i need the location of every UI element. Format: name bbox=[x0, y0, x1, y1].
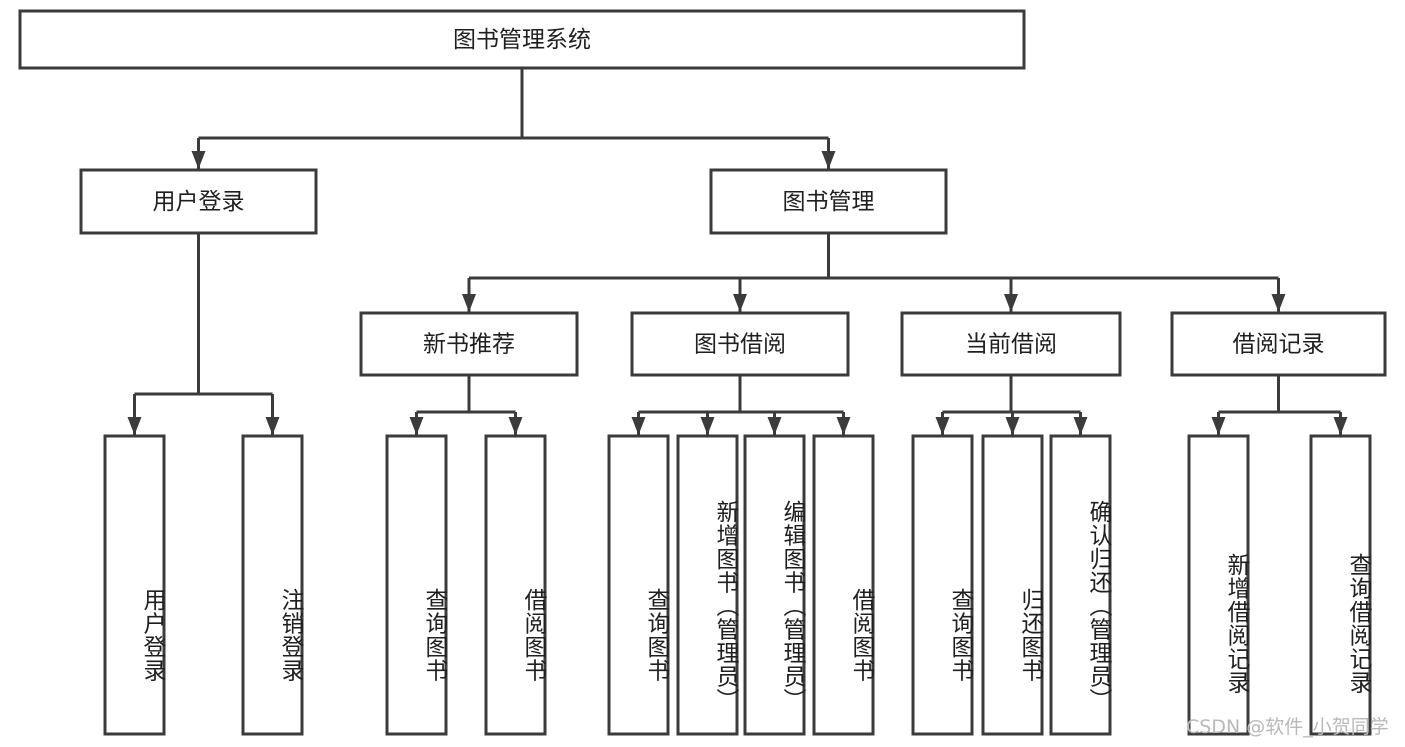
arrow-head-icon bbox=[821, 151, 836, 169]
node-label-图书借阅: 图书借阅 bbox=[694, 332, 786, 358]
arrow-head-icon bbox=[1333, 417, 1348, 435]
arrow-head-icon bbox=[1073, 417, 1088, 435]
arrow-head-icon bbox=[462, 294, 476, 312]
arrow-head-icon bbox=[836, 417, 851, 435]
node-box-图书管理系统[interactable] bbox=[18, 9, 1026, 70]
node-label-当前借阅: 当前借阅 bbox=[965, 332, 1057, 358]
arrow-head-icon bbox=[1211, 417, 1226, 435]
node-box-查询图书[interactable] bbox=[911, 434, 974, 736]
node-box-注销登录[interactable] bbox=[241, 434, 304, 736]
arrow-head-icon bbox=[265, 417, 280, 435]
node-label-图书管理系统: 图书管理系统 bbox=[453, 27, 591, 53]
node-box-用户登录[interactable] bbox=[79, 168, 318, 235]
node-box-新增借阅记录[interactable] bbox=[1187, 434, 1250, 736]
node-box-图书管理[interactable] bbox=[709, 168, 948, 235]
arrow-head-icon bbox=[191, 151, 206, 169]
arrow-head-icon bbox=[127, 417, 142, 435]
arrow-head-icon bbox=[733, 294, 747, 312]
node-box-新增图书-管理员[interactable] bbox=[676, 434, 739, 736]
arrow-head-icon bbox=[1005, 417, 1020, 435]
node-box-编辑图书-管理员[interactable] bbox=[743, 434, 806, 736]
node-box-归还图书[interactable] bbox=[981, 434, 1044, 736]
node-label-用户登录: 用户登录 bbox=[153, 189, 245, 215]
node-box-新书推荐[interactable] bbox=[359, 311, 579, 377]
node-box-查询图书[interactable] bbox=[607, 434, 670, 736]
node-box-借阅图书[interactable] bbox=[812, 434, 875, 736]
node-label-图书管理: 图书管理 bbox=[783, 189, 875, 215]
node-box-确认归还-管理员[interactable] bbox=[1049, 434, 1112, 736]
connector-edges bbox=[127, 68, 1348, 435]
arrow-head-icon bbox=[1004, 294, 1018, 312]
node-box-借阅图书[interactable] bbox=[484, 434, 547, 736]
arrow-head-icon bbox=[1271, 294, 1286, 312]
arrow-head-icon bbox=[409, 417, 424, 435]
node-box-图书借阅[interactable] bbox=[630, 311, 850, 377]
arrow-head-icon bbox=[508, 417, 523, 435]
arrow-head-icon bbox=[700, 417, 715, 435]
node-label-新书推荐: 新书推荐 bbox=[423, 332, 515, 358]
node-box-当前借阅[interactable] bbox=[900, 311, 1122, 377]
arrow-head-icon bbox=[631, 417, 646, 435]
node-box-借阅记录[interactable] bbox=[1170, 311, 1387, 377]
node-box-查询借阅记录[interactable] bbox=[1309, 434, 1372, 736]
arrow-head-icon bbox=[767, 417, 782, 435]
arrow-head-icon bbox=[935, 417, 950, 435]
node-label-借阅记录: 借阅记录 bbox=[1233, 332, 1325, 358]
watermark-text: CSDN @软件_小贺同学 bbox=[1186, 716, 1389, 738]
node-box-用户登录[interactable] bbox=[103, 434, 166, 736]
node-box-查询图书[interactable] bbox=[385, 434, 448, 736]
